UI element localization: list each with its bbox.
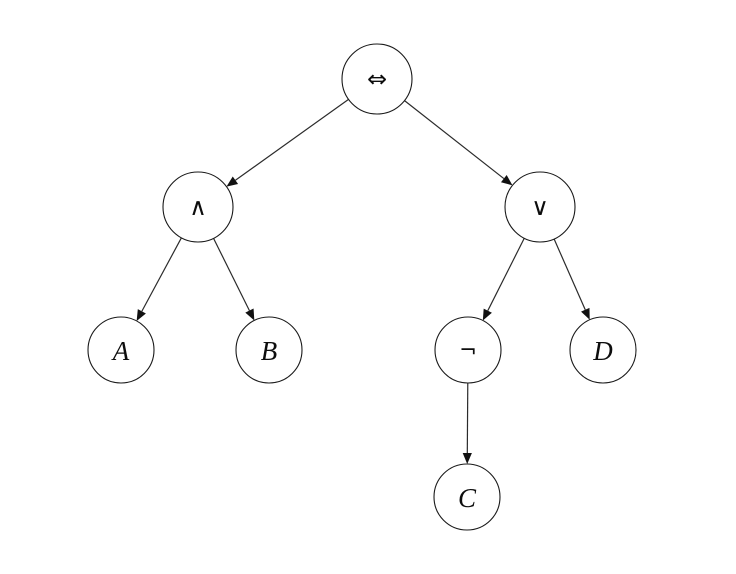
tree-node-variable-b[interactable]: B [235, 316, 303, 384]
node-circle-variable-d[interactable] [569, 316, 637, 384]
edge-root-to-or-line [404, 100, 505, 180]
tree-node-variable-d[interactable]: D [569, 316, 637, 384]
node-circle-variable-c[interactable] [433, 463, 501, 531]
edge-not-to-c-arrowhead-icon [462, 452, 472, 464]
node-label-biconditional: ⇔ [367, 65, 387, 93]
edge-and-to-a-arrowhead-icon [136, 309, 146, 321]
node-circle-variable-a[interactable] [87, 316, 155, 384]
node-circle-negation[interactable] [434, 316, 502, 384]
edge-and-to-b-line [213, 238, 250, 311]
edge-or-to-d-line [553, 238, 586, 310]
node-label-variable-d: D [592, 336, 613, 366]
tree-node-variable-a[interactable]: A [87, 316, 155, 384]
edge-and-to-a [136, 237, 182, 321]
edge-root-to-and-line [235, 98, 349, 181]
node-label-variable-c: C [458, 483, 477, 513]
edge-root-to-or [404, 100, 513, 186]
edge-and-to-b [213, 238, 255, 321]
nodes-layer: ⇔ ∧ ∨ A B ¬ D C [87, 43, 637, 531]
node-label-negation: ¬ [459, 338, 477, 362]
tree-node-disjunction[interactable]: ∨ [504, 171, 576, 243]
node-label-conjunction: ∧ [189, 193, 207, 221]
edge-not-to-c [462, 382, 472, 464]
tree-node-variable-c[interactable]: C [433, 463, 501, 531]
edge-or-to-not-line [487, 237, 525, 311]
node-circle-disjunction[interactable] [504, 171, 576, 243]
tree-node-negation[interactable]: ¬ [434, 316, 502, 384]
edge-or-to-d [553, 238, 590, 320]
edge-root-to-and [226, 98, 349, 187]
node-circle-conjunction[interactable] [162, 171, 234, 243]
edge-or-to-d-arrowhead-icon [581, 307, 590, 320]
edge-or-to-not-arrowhead-icon [482, 308, 492, 321]
tree-node-conjunction[interactable]: ∧ [162, 171, 234, 243]
edges-layer [136, 98, 590, 464]
node-label-variable-b: B [261, 336, 278, 366]
edge-or-to-not [482, 237, 525, 321]
edge-root-to-or-arrowhead-icon [500, 174, 513, 186]
node-label-disjunction: ∨ [531, 193, 549, 221]
node-circle-biconditional[interactable] [341, 43, 413, 115]
node-circle-variable-b[interactable] [235, 316, 303, 384]
tree-node-biconditional[interactable]: ⇔ [341, 43, 413, 115]
edge-and-to-a-line [141, 237, 182, 312]
edge-and-to-b-arrowhead-icon [245, 308, 255, 321]
node-label-variable-a: A [111, 336, 130, 366]
edge-root-to-and-arrowhead-icon [226, 176, 239, 187]
